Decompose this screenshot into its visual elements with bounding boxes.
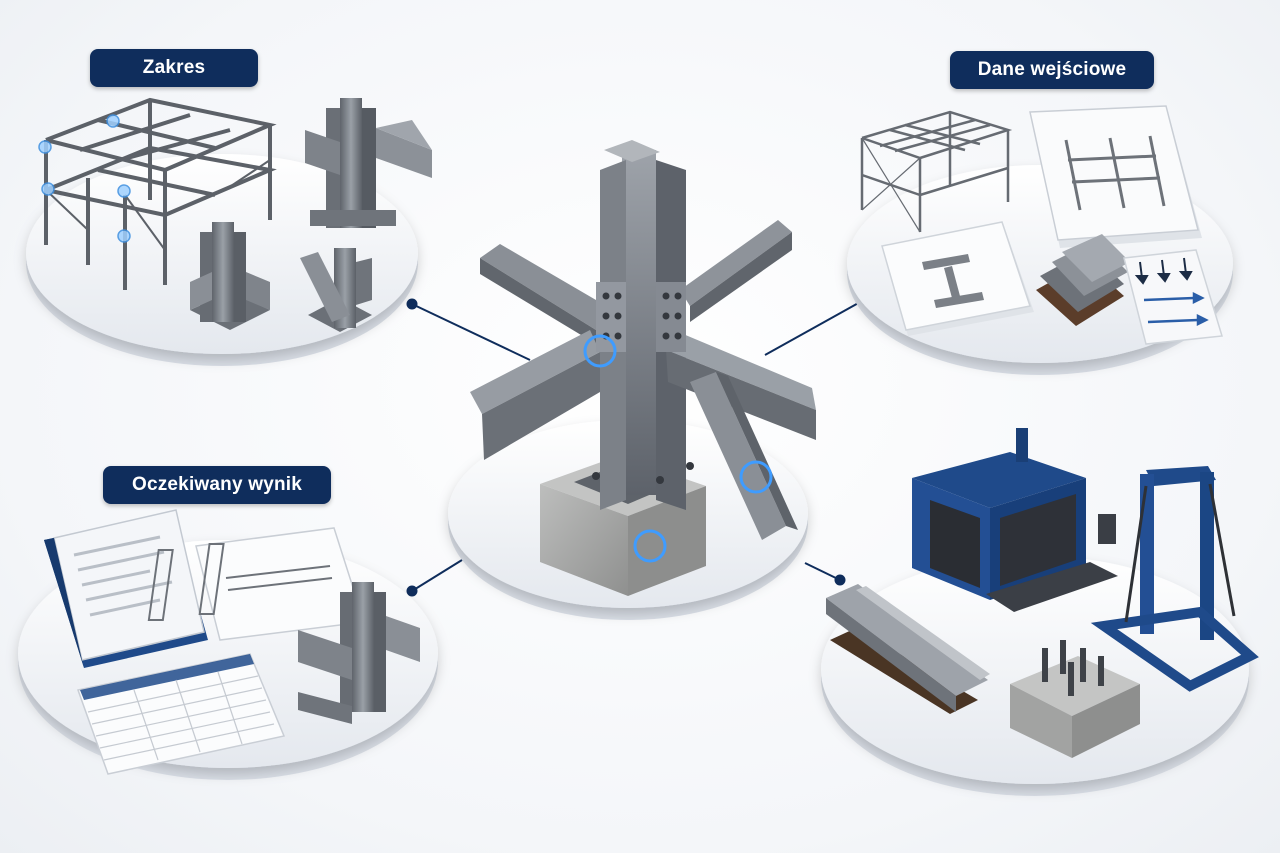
inputs-label: Dane wejściowe xyxy=(950,51,1154,89)
connector-scope xyxy=(411,303,531,361)
steel-plates-icon xyxy=(1036,234,1130,326)
i-section-card-icon xyxy=(881,221,1034,336)
result-disc-group xyxy=(18,509,438,780)
connector-dot-scope xyxy=(406,298,418,310)
connector-site xyxy=(804,562,841,581)
inputs-disc-group xyxy=(847,105,1233,375)
connector-dot-result xyxy=(406,585,418,597)
highlight-ring-beam xyxy=(583,334,617,368)
connector-dot-site xyxy=(834,574,846,586)
connector-result xyxy=(411,559,463,592)
scope-label: Zakres xyxy=(90,49,258,87)
steel-beam-on-timber-icon xyxy=(826,584,990,714)
connection-3d-model-icon xyxy=(298,582,420,724)
highlight-ring-base xyxy=(633,529,667,563)
column-base-connection-icon xyxy=(190,222,270,330)
results-table-icon xyxy=(77,653,286,775)
result-label: Oczekiwany wynik xyxy=(103,466,331,504)
anchor-bolt-foundation-icon xyxy=(1010,640,1140,758)
center-disc-group xyxy=(448,140,816,620)
frame-model-icon xyxy=(860,110,1013,233)
site-disc-group xyxy=(821,428,1259,796)
bracing-connection-icon xyxy=(300,248,372,332)
connector-inputs xyxy=(764,300,863,356)
beam-column-connection-icon xyxy=(305,98,432,228)
drawing-sheet-icon xyxy=(1029,105,1202,248)
highlight-ring-brace xyxy=(739,460,773,494)
load-diagram-icon xyxy=(1123,249,1223,345)
joint-highlight-markers xyxy=(583,334,773,563)
workshop-building-icon xyxy=(912,428,1118,612)
connection-drawing-icon xyxy=(147,527,365,641)
scope-highlight-markers xyxy=(38,114,131,243)
scope-disc-group xyxy=(26,97,432,366)
lifting-gantry-icon xyxy=(1090,466,1259,692)
steel-column-joint-icon xyxy=(470,140,816,596)
